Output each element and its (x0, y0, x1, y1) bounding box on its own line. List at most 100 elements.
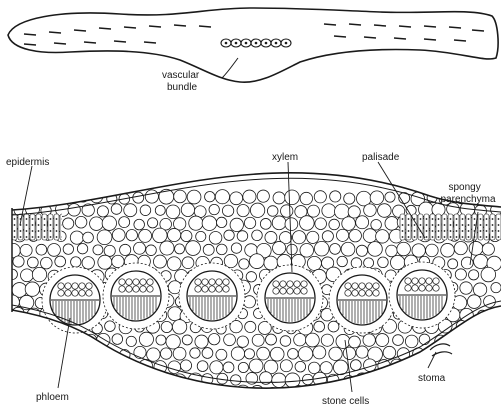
parenchyma-cell (237, 231, 248, 242)
overview-dash (114, 41, 126, 42)
chloroplast-dot (20, 230, 22, 232)
parenchyma-cell (97, 230, 112, 245)
parenchyma-cell (12, 307, 24, 319)
parenchyma-cell (260, 218, 271, 229)
parenchyma-cell (250, 203, 264, 217)
parenchyma-cell (160, 348, 171, 359)
parenchyma-cell (209, 204, 219, 214)
chloroplast-dot (50, 218, 52, 220)
parenchyma-cell (127, 362, 138, 373)
parenchyma-cell (104, 245, 115, 256)
parenchyma-cell (482, 243, 494, 255)
chloroplast-dot (468, 224, 470, 226)
palisade-left (12, 214, 65, 240)
parenchyma-cell (244, 349, 254, 359)
parenchyma-cell (71, 257, 81, 267)
chloroplast-dot (444, 224, 446, 226)
parenchyma-cell (272, 373, 286, 387)
vascular-bundle-label: vascular bundle (162, 70, 202, 93)
parenchyma-cell (230, 192, 243, 205)
xylem-vessel (366, 290, 372, 296)
parenchyma-cell (383, 398, 397, 412)
chloroplast-dot (432, 236, 434, 238)
chloroplast-dot (426, 230, 428, 232)
chloroplast-dot (426, 236, 428, 238)
chloroplast-dot (486, 236, 488, 238)
parenchyma-cell (36, 193, 46, 203)
chloroplast-dot (468, 218, 470, 220)
parenchyma-cell (231, 347, 244, 360)
chloroplast-dot (468, 236, 470, 238)
overview-dash (174, 25, 186, 26)
parenchyma-cell (182, 257, 194, 269)
parenchyma-cell (97, 360, 110, 373)
chloroplast-dot (408, 236, 410, 238)
parenchyma-cell (146, 375, 157, 386)
parenchyma-cell (238, 362, 248, 372)
parenchyma-cell (223, 362, 234, 373)
overview-dash (54, 43, 66, 44)
parenchyma-cell (84, 360, 95, 371)
parenchyma-cell (230, 218, 243, 231)
parenchyma-cell (119, 401, 130, 412)
phloem-label: phloem (36, 392, 69, 403)
xylem-vessel (352, 290, 358, 296)
parenchyma-cell (69, 334, 82, 347)
parenchyma-cell (441, 243, 455, 257)
parenchyma-cell (0, 256, 10, 267)
xylem-vessel (58, 283, 64, 289)
chloroplast-dot (26, 218, 28, 220)
overview-dash (124, 27, 136, 28)
parenchyma-cell (333, 360, 348, 375)
parenchyma-cell (385, 375, 395, 385)
parenchyma-cell (134, 242, 146, 254)
parenchyma-cell (205, 192, 215, 202)
overview-bundle-core (225, 42, 228, 45)
parenchyma-cell (148, 218, 158, 228)
xylem-vessel (280, 288, 286, 294)
xylem-vessel (209, 286, 215, 292)
parenchyma-cell (307, 387, 318, 398)
parenchyma-cell (273, 241, 286, 254)
parenchyma-cell (265, 231, 277, 243)
chloroplast-dot (14, 218, 16, 220)
xylem-vessel (294, 288, 300, 294)
parenchyma-cell (371, 219, 382, 230)
overview-bundle-core (285, 42, 288, 45)
parenchyma-cell (190, 348, 200, 358)
xylem-vessel (412, 285, 418, 291)
parenchyma-cell (156, 335, 166, 345)
xylem-vessel (133, 286, 139, 292)
chloroplast-dot (432, 218, 434, 220)
chloroplast-dot (498, 236, 500, 238)
parenchyma-cell (140, 205, 151, 216)
overview-dash (394, 38, 406, 39)
chloroplast-dot (408, 224, 410, 226)
parenchyma-cell (203, 398, 214, 409)
parenchyma-cell (398, 375, 410, 387)
parenchyma-cell (475, 386, 489, 400)
parenchyma-cell (330, 191, 341, 202)
xylem-vessel (345, 283, 351, 289)
chloroplast-dot (450, 224, 452, 226)
parenchyma-cell (483, 399, 497, 413)
chloroplast-dot (492, 236, 494, 238)
parenchyma-cell (119, 375, 131, 387)
chloroplast-dot (32, 230, 34, 232)
parenchyma-cell (364, 258, 374, 268)
parenchyma-cell (461, 334, 474, 347)
parenchyma-cell (336, 334, 350, 348)
parenchyma-cell (287, 244, 298, 255)
parenchyma-cell (474, 254, 488, 268)
parenchyma-cell (329, 219, 340, 230)
parenchyma-cell (189, 216, 203, 230)
chloroplast-dot (26, 230, 28, 232)
parenchyma-cell (146, 401, 157, 412)
parenchyma-cell (7, 374, 17, 384)
parenchyma-cell (89, 397, 104, 412)
chloroplast-dot (14, 224, 16, 226)
overview-vascular-bundle-row (221, 39, 291, 47)
chloroplast-dot (432, 230, 434, 232)
parenchyma-cell (376, 230, 389, 243)
